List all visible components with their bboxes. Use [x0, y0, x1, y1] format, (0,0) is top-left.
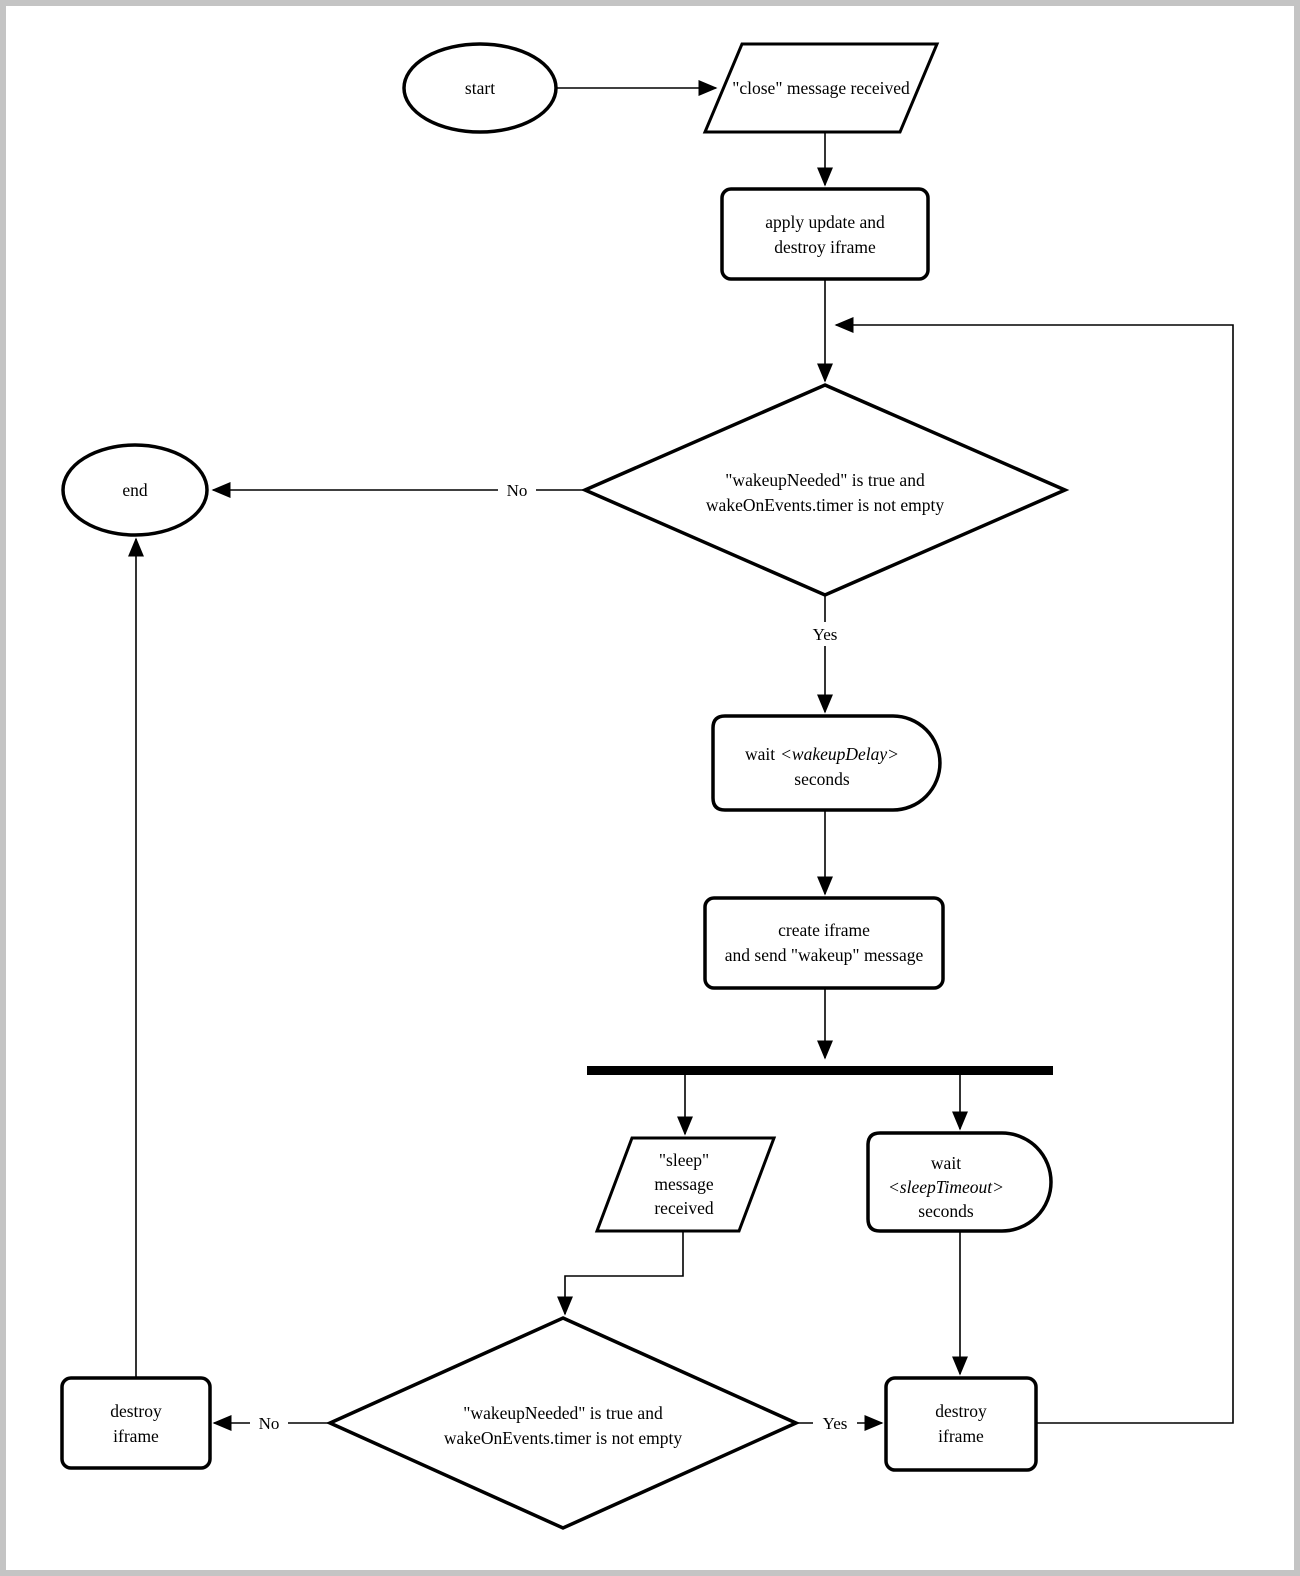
destroy-iframe-right-process — [884, 1376, 1038, 1472]
apply-update-process — [720, 187, 930, 281]
edge-feedback-loop — [834, 317, 1234, 1424]
destroy-iframe-left-line2: iframe — [113, 1426, 159, 1446]
yes-top-label-bg — [803, 622, 847, 646]
apply-update-line2: destroy iframe — [774, 237, 876, 257]
close-message-label: "close" message received — [732, 78, 910, 98]
wakeup-decision-bottom — [325, 1316, 801, 1530]
wait-wakeupdelay-line1: wait<wakeupDelay> — [745, 744, 899, 764]
decision-top-line1: "wakeupNeeded" is true and — [725, 470, 925, 490]
no-top-label: No — [507, 481, 528, 500]
apply-update-line1: apply update and — [765, 212, 885, 232]
edge-sleep-to-decision2 — [557, 1231, 684, 1316]
wait-sleeptimeout-delay — [866, 1131, 1053, 1233]
wait-sleeptimeout-line3: seconds — [918, 1201, 974, 1221]
end-label: end — [122, 480, 148, 500]
fork-bar — [587, 1066, 1053, 1075]
wait-wakeupdelay-line2: seconds — [794, 769, 850, 789]
close-message-io — [702, 42, 940, 134]
flowchart-canvas: start "close" message received apply upd… — [60, 42, 1234, 1530]
decision-bottom-line2: wakeOnEvents.timer is not empty — [444, 1428, 682, 1448]
destroy-iframe-left-line1: destroy — [110, 1401, 162, 1421]
create-iframe-process — [703, 896, 945, 990]
end-terminator — [61, 443, 209, 537]
yes-top-label: Yes — [813, 625, 838, 644]
wait-sleeptimeout-line1: wait — [931, 1153, 961, 1173]
yes-bottom-label: Yes — [823, 1414, 848, 1433]
no-bottom-label: No — [259, 1414, 280, 1433]
decision-bottom-line1: "wakeupNeeded" is true and — [463, 1403, 663, 1423]
wait-sleeptimeout-line2: <sleepTimeout> — [888, 1177, 1004, 1197]
no-bottom-label-bg — [250, 1411, 288, 1435]
sleep-message-line3: received — [654, 1198, 714, 1218]
create-iframe-line1: create iframe — [778, 920, 870, 940]
no-top-label-bg — [498, 478, 536, 502]
start-label: start — [465, 78, 495, 98]
sleep-message-line2: message — [654, 1174, 714, 1194]
destroy-iframe-right-line1: destroy — [935, 1401, 987, 1421]
sleep-message-io — [594, 1136, 777, 1233]
yes-bottom-label-bg — [813, 1411, 857, 1435]
decision-top-line2: wakeOnEvents.timer is not empty — [706, 495, 944, 515]
destroy-iframe-left-process — [60, 1376, 212, 1470]
wait-wakeupdelay-delay — [711, 714, 942, 812]
destroy-iframe-right-line2: iframe — [938, 1426, 984, 1446]
sleep-message-line1: "sleep" — [659, 1150, 709, 1170]
create-iframe-line2: and send "wakeup" message — [725, 945, 924, 965]
start-terminator — [402, 42, 558, 134]
wakeup-decision-top — [580, 383, 1070, 597]
